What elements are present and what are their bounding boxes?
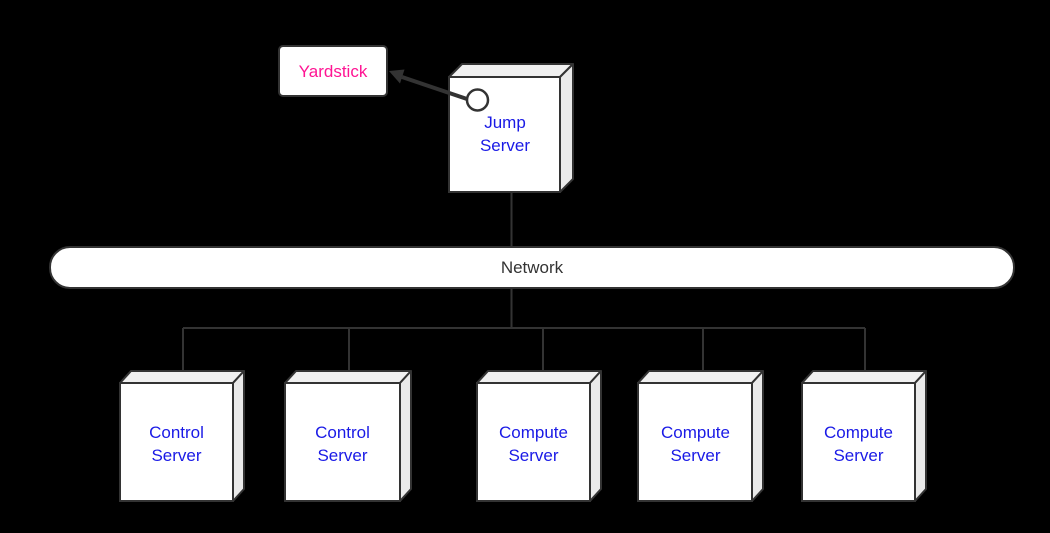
jump-server-side-face — [559, 63, 574, 193]
compute-server-1-box — [476, 370, 602, 502]
yardstick-box — [278, 45, 388, 97]
arrowhead-icon — [389, 69, 405, 84]
network-bar — [49, 246, 1015, 289]
jump-server-top-face — [448, 63, 574, 78]
compute-server-2-box — [637, 370, 764, 502]
port-circle-icon — [465, 88, 490, 112]
compute-server-3-box — [801, 370, 927, 502]
control-server-2-box — [284, 370, 412, 502]
jump-server-front-face — [448, 76, 561, 193]
arrow-line-jumpserver-yardstick — [401, 75, 468, 101]
jump-server-box — [448, 63, 574, 193]
control-server-1-box — [119, 370, 245, 502]
